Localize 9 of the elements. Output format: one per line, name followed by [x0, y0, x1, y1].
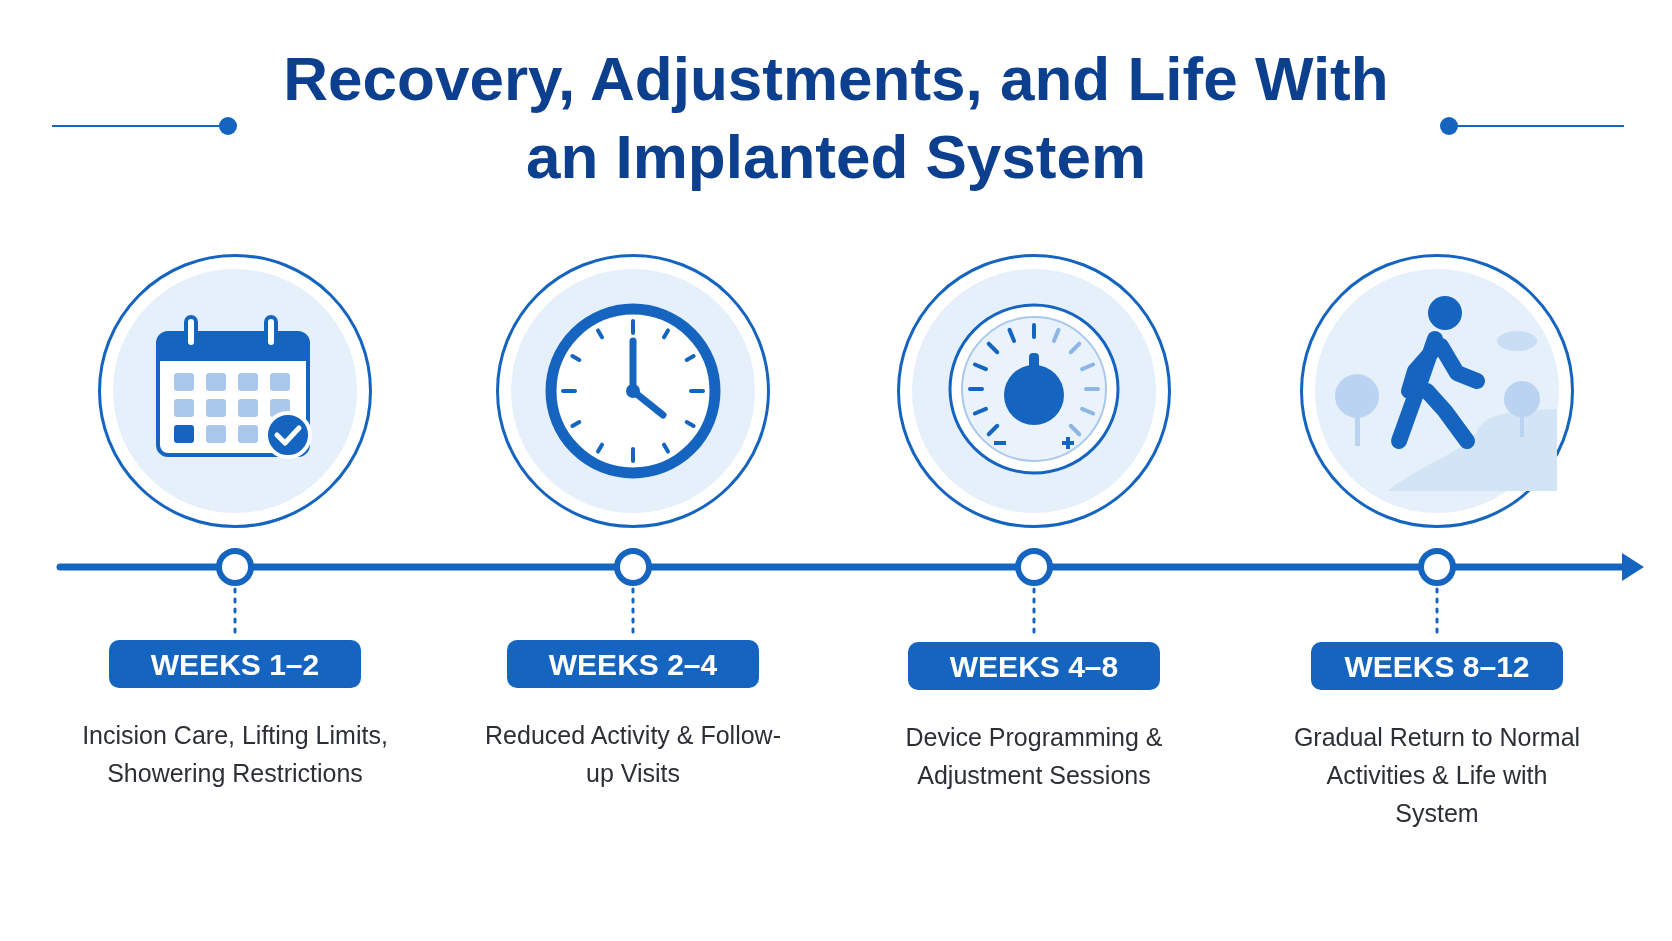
week-badge: WEEKS 4–8: [908, 642, 1160, 690]
stage-description: Reduced Activity & Follow-up Visits: [484, 720, 782, 789]
week-badge: WEEKS 2–4: [507, 640, 759, 688]
stage-description: Gradual Return to Normal Activities & Life with System: [1292, 722, 1582, 829]
week-badge: WEEKS 8–12: [1311, 642, 1563, 690]
week-badge: WEEKS 1–2: [109, 640, 361, 688]
stage-description: Incision Care, Lifting Limits, Showering Restrictions: [81, 720, 389, 789]
title: Recovery, Adjustments, and Life With an Implanted System: [282, 43, 1390, 193]
stage-description: Device Programming & Adjustment Sessions: [904, 722, 1164, 791]
